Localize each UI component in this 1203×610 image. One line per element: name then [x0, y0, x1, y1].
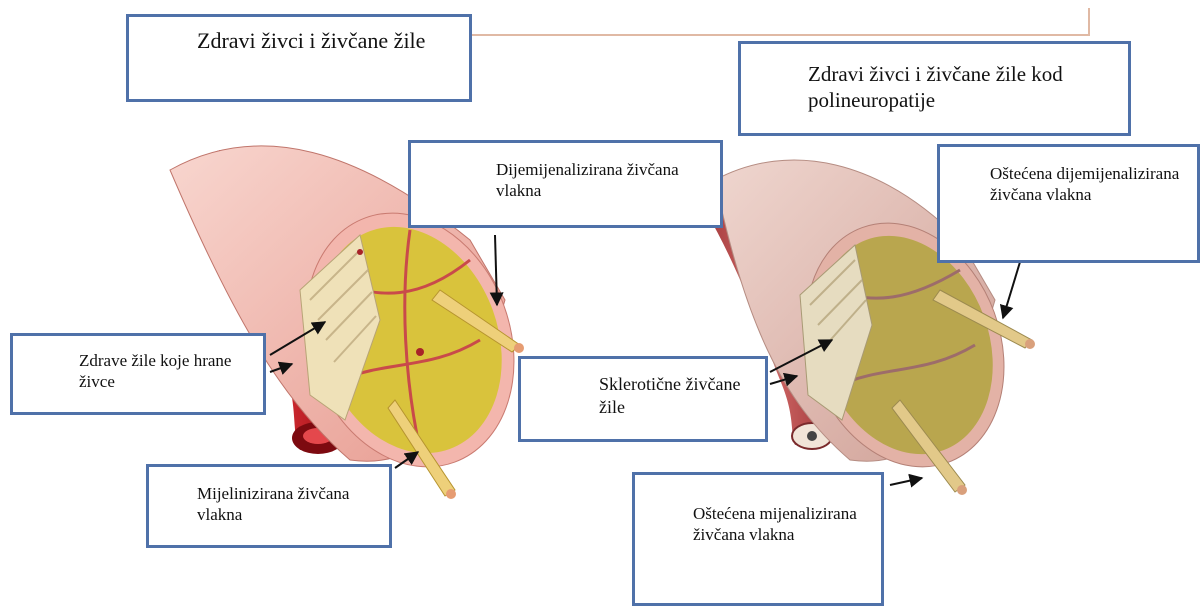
healthy-vessels-box: Zdrave žile koje hrane živce [10, 333, 266, 415]
demyelinated-fibers-label: Dijemijenalizirana živčana vlakna [496, 159, 700, 202]
arrow-damaged-myelinated [890, 478, 922, 485]
sclerotic-vessels-box: Sklerotične živčane žile [518, 356, 768, 442]
myelinated-fibers-box: Mijelinizirana živčana vlakna [146, 464, 392, 548]
neuropathy-title: Zdravi živci i živčane žile kod polineur… [808, 61, 1108, 114]
damaged-demyelinated-box: Oštećena dijemijenalizirana živčana vlak… [937, 144, 1200, 263]
healthy-vessels-label: Zdrave žile koje hrane živce [79, 350, 241, 393]
demyelinated-fibers-box: Dijemijenalizirana živčana vlakna [408, 140, 723, 228]
healthy-title-box: Zdravi živci i živčane žile [126, 14, 472, 102]
damaged-myelinated-label: Oštećena mijenalizirana živčana vlakna [693, 503, 861, 546]
damaged-myelinated-box: Oštećena mijenalizirana živčana vlakna [632, 472, 884, 606]
myelinated-fibers-label: Mijelinizirana živčana vlakna [197, 483, 369, 526]
healthy-title: Zdravi živci i živčane žile [197, 27, 449, 55]
damaged-demyelinated-label: Oštećena dijemijenalizirana živčana vlak… [990, 163, 1181, 206]
neuropathy-title-box: Zdravi živci i živčane žile kod polineur… [738, 41, 1131, 136]
sclerotic-vessels-label: Sklerotične živčane žile [599, 373, 745, 418]
arrow-damaged-demyelinated [1003, 262, 1020, 318]
